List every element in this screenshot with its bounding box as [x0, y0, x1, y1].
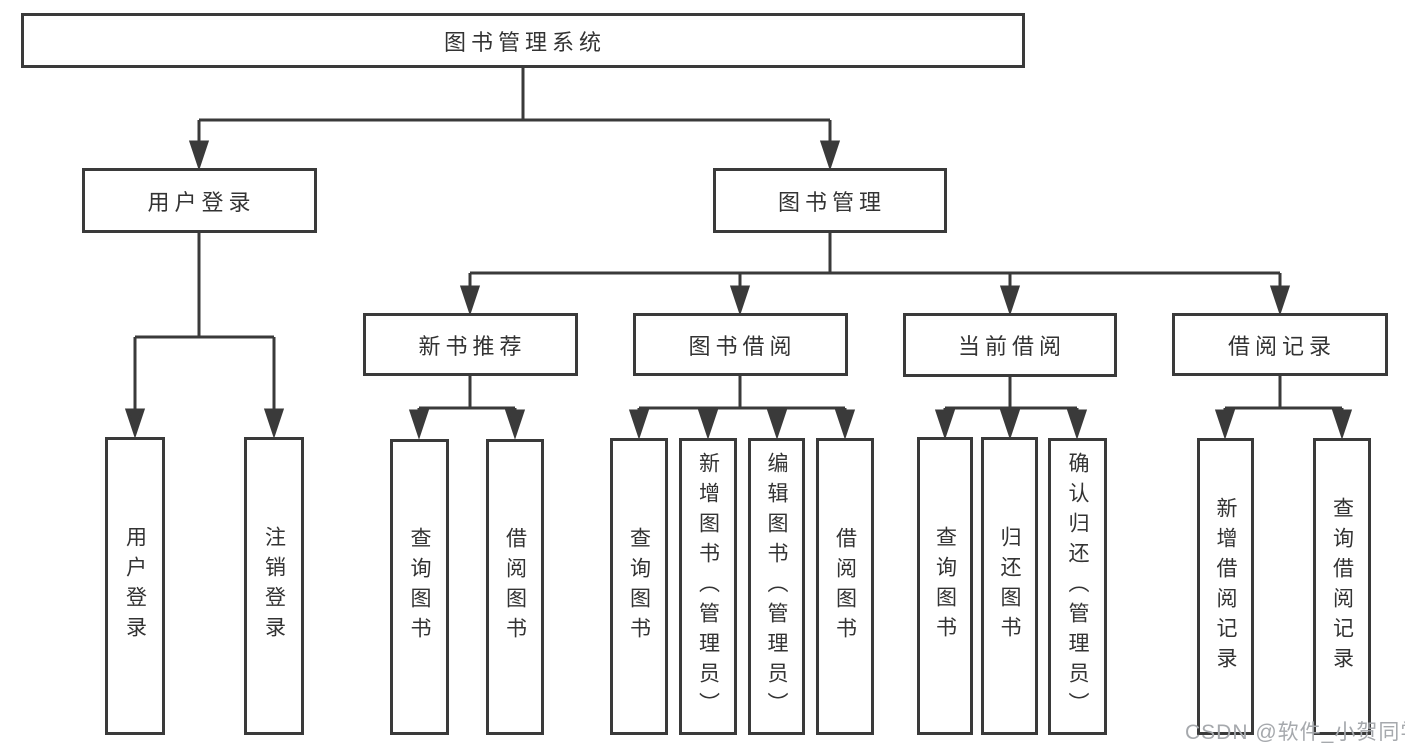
node-borrowing-records-label: 借阅记录 [1227, 333, 1336, 359]
node-user-login-action-label: 用户登录 [123, 526, 147, 646]
node-logout-label: 注销登录 [262, 526, 286, 646]
node-user-login-action: 用户登录 [105, 437, 165, 735]
node-bb-query-books-label: 查询图书 [627, 526, 651, 647]
connector-book-borrowing-to-children [628, 376, 856, 440]
node-borrowing-records: 借阅记录 [1172, 313, 1388, 376]
connector-current-borrowing-to-children [934, 376, 1088, 440]
node-book-management: 图书管理 [713, 168, 947, 233]
node-bb-add-books-admin-label: 新增图书（管理员） [696, 451, 720, 722]
node-nbr-query-books-label: 查询图书 [408, 527, 432, 647]
node-bb-edit-books-admin-label: 编辑图书（管理员） [765, 451, 789, 722]
node-bb-add-books-admin: 新增图书（管理员） [679, 438, 737, 735]
node-user-login-label: 用户登录 [147, 189, 256, 215]
node-root-book-management-system: 图书管理系统 [21, 13, 1025, 68]
node-book-borrowing-label: 图书借阅 [688, 333, 797, 359]
node-cb-return-books-label: 归还图书 [998, 526, 1022, 646]
node-br-add-record: 新增借阅记录 [1197, 438, 1254, 735]
connector-new-book-recommendation-to-children [408, 376, 526, 440]
node-bb-query-books: 查询图书 [610, 438, 668, 735]
connector-user-login-to-children [124, 233, 285, 439]
node-new-book-recommendation: 新书推荐 [363, 313, 578, 376]
node-cb-return-books: 归还图书 [981, 437, 1038, 735]
node-nbr-query-books: 查询图书 [390, 439, 449, 735]
node-cb-query-books-label: 查询图书 [933, 526, 957, 646]
node-br-query-record: 查询借阅记录 [1313, 438, 1371, 735]
node-cb-confirm-return-admin-label: 确认归还（管理员） [1066, 451, 1090, 722]
connector-book-management-to-level3 [459, 233, 1291, 316]
node-book-borrowing: 图书借阅 [633, 313, 848, 376]
node-cb-query-books: 查询图书 [917, 437, 973, 735]
node-br-query-record-label: 查询借阅记录 [1330, 496, 1354, 677]
node-bb-edit-books-admin: 编辑图书（管理员） [748, 438, 805, 735]
node-root-label: 图书管理系统 [443, 29, 606, 55]
node-book-management-label: 图书管理 [777, 189, 886, 215]
node-nbr-borrow-books-label: 借阅图书 [503, 527, 527, 647]
node-new-book-recommendation-label: 新书推荐 [418, 333, 527, 359]
node-nbr-borrow-books: 借阅图书 [486, 439, 544, 735]
connector-borrowing-records-to-children [1214, 376, 1353, 440]
node-bb-borrow-books: 借阅图书 [816, 438, 874, 735]
node-br-add-record-label: 新增借阅记录 [1214, 496, 1238, 677]
node-current-borrowing-label: 当前借阅 [957, 334, 1066, 359]
csdn-watermark: CSDN @软件_小贺同学 [1185, 721, 1405, 744]
node-current-borrowing: 当前借阅 [903, 313, 1117, 377]
node-bb-borrow-books-label: 借阅图书 [833, 526, 857, 647]
node-user-login: 用户登录 [82, 168, 317, 233]
node-cb-confirm-return-admin: 确认归还（管理员） [1048, 438, 1107, 735]
connector-root-to-level2 [188, 68, 841, 171]
node-logout: 注销登录 [244, 437, 304, 735]
